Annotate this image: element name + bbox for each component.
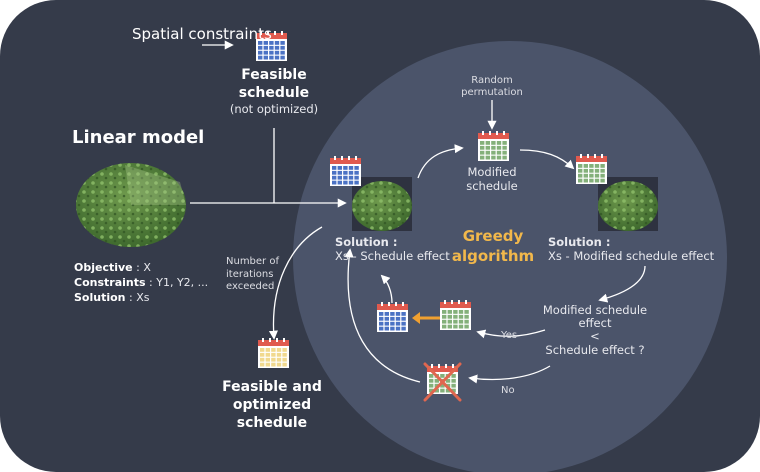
greedy-algorithm-label: Greedy algorithm [451,227,535,266]
calendar-icon [427,364,458,394]
feasible-schedule-note: (not optimized) [229,102,319,116]
solution-left-label: Solution : [335,235,398,249]
calendar-icon [256,31,287,61]
comparison-label: Modified schedule effect < Schedule effe… [542,303,648,357]
solution-value: : Xs [125,291,150,304]
solution-left: Solution :Xs - Schedule effect [335,235,450,264]
arrow-loop-back [344,248,421,383]
objective-value: : X [132,261,151,274]
connector-lines [190,40,646,384]
arrow-up-to-solution [380,274,393,304]
solution-label: Solution [74,291,126,304]
modified-schedule-label: Modified schedule [466,165,518,193]
iterations-exceeded-label: Number of iterations exceeded [226,256,279,292]
arrow-no [468,365,551,384]
yes-label: Yes [501,330,518,341]
arrow-right-to-comparison [598,265,646,303]
cross-icon [423,362,462,402]
feasible-optimized-label: Feasible and optimized schedule [222,379,322,432]
calendar-icon [440,300,471,330]
arrow-iterations-exceeded [268,226,323,340]
constraints-value: : Y1, Y2, ... [145,276,209,289]
arrow-yes [476,329,546,339]
random-permutation-label: Random permutation [461,75,523,98]
calendar-icon [576,154,607,184]
calendar-icon [478,131,509,161]
legend-solution: Solution : Xs [74,291,149,304]
spatial-constraints-label: Spatial constraints [132,25,272,43]
solution-left-value: Xs - Schedule effect [335,248,450,263]
solution-right-label: Solution : [548,235,611,249]
objective-label: Objective [74,261,133,274]
calendar-icon [330,156,361,186]
solution-right-value: Xs - Modified schedule effect [548,248,715,263]
calendar-icon [377,302,408,332]
greedy-loop-circle [293,41,727,472]
forest-map-icon [76,163,186,247]
forest-map-icon [598,177,658,231]
arrow-solution-to-modified [417,144,464,179]
legend-objective: Objective : X [74,261,151,274]
arrow-modified-to-right [519,149,575,170]
linear-model-title: Linear model [72,127,205,148]
constraints-label: Constraints [74,276,146,289]
solution-right: Solution :Xs - Modified schedule effect [548,235,715,264]
forest-map-icon [352,177,412,231]
no-label: No [501,385,515,396]
orange-arrow-head [412,312,420,324]
feasible-schedule-title: Feasible schedule [238,67,310,102]
calendar-icon [258,338,289,368]
legend-constraints: Constraints : Y1, Y2, ... [74,276,208,289]
